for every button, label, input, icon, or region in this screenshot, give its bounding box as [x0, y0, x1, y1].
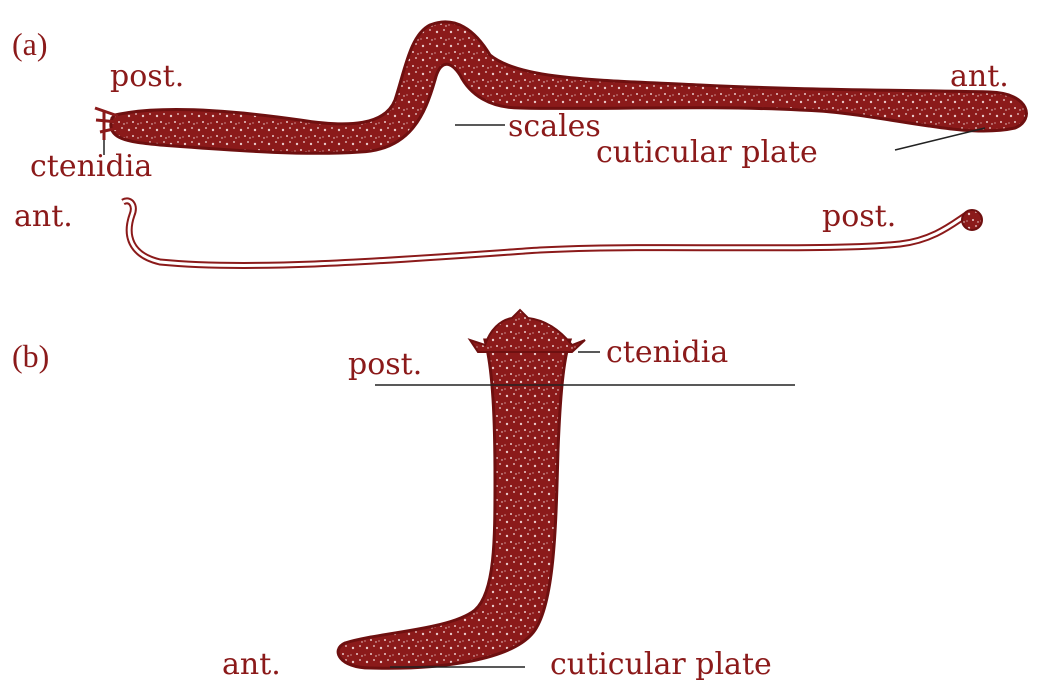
label-scales: scales	[508, 112, 601, 142]
label-post-a-upper: post.	[110, 62, 184, 92]
label-post-a-lower: post.	[822, 202, 896, 232]
label-ant-a-lower: ant.	[14, 202, 73, 232]
label-ant-b: ant.	[222, 650, 281, 680]
label-post-b: post.	[348, 350, 422, 380]
label-ctenidia-a: ctenidia	[30, 152, 152, 182]
leader-cuticular-plate-a	[895, 128, 985, 150]
worm-a-lower-tail	[962, 210, 982, 230]
panel-b-label: (b)	[12, 340, 49, 372]
panel-a-label: (a)	[12, 28, 48, 60]
label-ant-a-upper: ant.	[950, 62, 1009, 92]
label-cuticular-plate-a: cuticular plate	[596, 138, 818, 168]
ctenidia-crown-b	[470, 310, 585, 352]
label-ctenidia-b: ctenidia	[606, 338, 728, 368]
worm-b-body	[338, 340, 570, 668]
label-cuticular-plate-b: cuticular plate	[550, 650, 772, 680]
